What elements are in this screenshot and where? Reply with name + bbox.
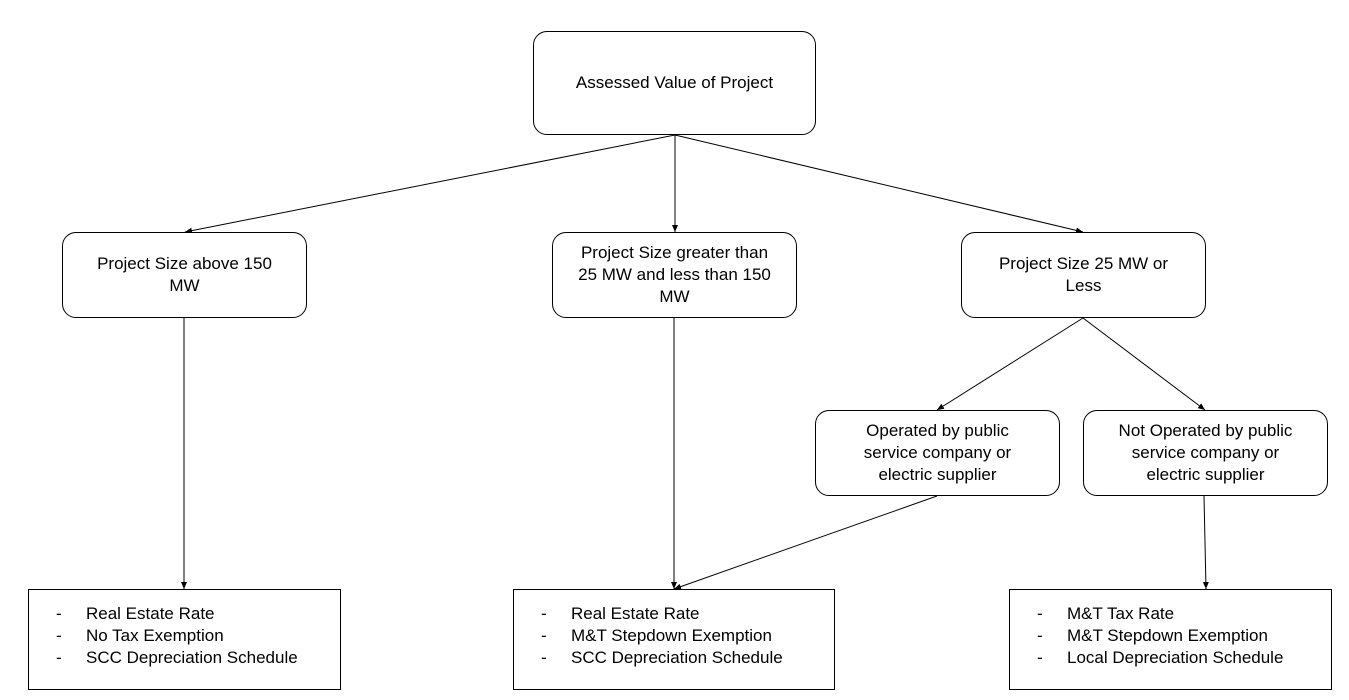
outcome-list-item: - Local Depreciation Schedule (1010, 647, 1331, 669)
bullet-dash: - (56, 626, 62, 645)
not-operated-by-public-service-text: Not Operated by public service company o… (1119, 420, 1293, 486)
node-line: Project Size above 150 (97, 254, 272, 273)
project-size-above-150-node: Project Size above 150 MW (62, 232, 307, 318)
outcome-list-item: - M&T Stepdown Exemption (514, 625, 834, 647)
node-line: MW (659, 287, 690, 306)
outcome-list-item: - No Tax Exemption (29, 625, 340, 647)
node-line: Operated by public (866, 421, 1009, 440)
bullet-dash: - (541, 648, 547, 667)
outcome-25-to-150-box: - Real Estate Rate - M&T Stepdown Exemptio… (513, 589, 835, 690)
outcome-item-text: Real Estate Rate (86, 604, 215, 623)
outcome-item-text: M&T Stepdown Exemption (571, 626, 772, 645)
node-line: Less (1065, 276, 1102, 295)
node-line: service company or (1131, 443, 1280, 462)
arrow-root-to-size-small (674, 134, 1084, 234)
operated-by-public-service-text: Operated by public service company or el… (864, 420, 1011, 486)
bullet-dash: - (1037, 648, 1043, 667)
node-line: MW (169, 276, 200, 295)
node-line: service company or (863, 443, 1012, 462)
outcome-above-150-box: - Real Estate Rate - No Tax Exemption - SCC… (28, 589, 341, 690)
arrow-operated-to-outcome-mid (673, 495, 938, 590)
node-line: electric supplier (878, 465, 997, 484)
operated-by-public-service-node: Operated by public service company or el… (815, 410, 1060, 496)
bullet-dash: - (541, 626, 547, 645)
arrow-size-small-to-not-operated (1082, 317, 1206, 411)
outcome-list: - M&T Tax Rate - M&T Stepdown Exemption - L… (1010, 603, 1331, 669)
outcome-item-text: SCC Depreciation Schedule (571, 648, 783, 667)
root-node: Assessed Value of Project (533, 31, 816, 135)
outcome-item-text: Local Depreciation Schedule (1067, 648, 1284, 667)
bullet-dash: - (541, 604, 547, 623)
outcome-item-text: No Tax Exemption (86, 626, 224, 645)
project-size-above-150-text: Project Size above 150 MW (97, 253, 272, 297)
outcome-list-item: - Real Estate Rate (514, 603, 834, 625)
node-line: Not Operated by public (1118, 421, 1293, 440)
outcome-list: - Real Estate Rate - No Tax Exemption - SCC… (29, 603, 340, 669)
bullet-dash: - (56, 648, 62, 667)
outcome-item-text: SCC Depreciation Schedule (86, 648, 298, 667)
bullet-dash: - (1037, 604, 1043, 623)
not-operated-by-public-service-node: Not Operated by public service company o… (1083, 410, 1328, 496)
node-line: electric supplier (1146, 465, 1265, 484)
project-size-25-to-150-text: Project Size greater than 25 MW and less… (578, 242, 771, 308)
bullet-dash: - (1037, 626, 1043, 645)
root-node-label: Assessed Value of Project (575, 73, 774, 92)
outcome-item-text: M&T Tax Rate (1067, 604, 1175, 623)
node-line: 25 MW and less than 150 (578, 265, 771, 284)
outcome-list-item: - SCC Depreciation Schedule (29, 647, 340, 669)
arrow-size-small-to-operated (936, 317, 1084, 411)
bullet-dash: - (56, 604, 62, 623)
project-size-25-or-less-node: Project Size 25 MW or Less (961, 232, 1206, 318)
outcome-item-text: M&T Stepdown Exemption (1067, 626, 1268, 645)
outcome-list: - Real Estate Rate - M&T Stepdown Exemptio… (514, 603, 834, 669)
outcome-item-text: Real Estate Rate (571, 604, 700, 623)
outcome-list-item: - M&T Tax Rate (1010, 603, 1331, 625)
arrow-not-operated-to-outcome-small (1202, 495, 1209, 590)
outcome-list-item: - M&T Stepdown Exemption (1010, 625, 1331, 647)
outcome-list-item: - Real Estate Rate (29, 603, 340, 625)
outcome-25-or-less-box: - M&T Tax Rate - M&T Stepdown Exemption - L… (1009, 589, 1332, 690)
project-size-25-to-150-node: Project Size greater than 25 MW and less… (552, 232, 797, 318)
arrow-root-to-size-large (184, 134, 676, 234)
project-size-25-or-less-text: Project Size 25 MW or Less (999, 253, 1168, 297)
node-line: Project Size 25 MW or (998, 254, 1169, 273)
node-line: Project Size greater than (580, 243, 769, 262)
outcome-list-item: - SCC Depreciation Schedule (514, 647, 834, 669)
